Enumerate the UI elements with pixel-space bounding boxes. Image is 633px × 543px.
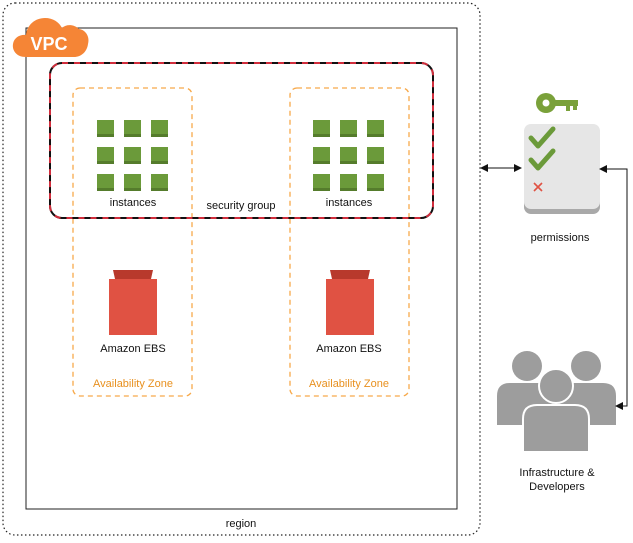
region-box [25,27,458,510]
instance-icon [151,174,168,191]
instance-icon [124,174,141,191]
availability-zone-label-2: Availability Zone [309,378,389,390]
instance-icon [367,147,384,164]
permissions-label: permissions [531,232,590,244]
cross-mark-icon [533,182,543,192]
availability-zone-label-1: Availability Zone [93,378,173,390]
security-group-border-black [49,62,434,219]
instance-icon [97,147,114,164]
region-label: region [226,518,257,530]
availability-zone-2 [289,87,410,397]
users-label-line1: Infrastructure & [519,467,595,479]
security-group-border-red [49,62,434,219]
instance-icon [151,120,168,137]
ebs-volume-icon [326,270,374,335]
user-group-icon [497,351,616,453]
instance-icon [313,174,330,191]
instance-icon [97,120,114,137]
ebs-label-2: Amazon EBS [316,343,381,355]
vpc-label: VPC [30,34,67,54]
instance-icon [367,120,384,137]
check-mark-icon [528,126,556,149]
instance-icon [340,174,357,191]
instance-icon [340,147,357,164]
instance-icon [124,120,141,137]
instances-grid-1 [97,120,168,191]
permissions-users-arrow [599,165,628,410]
ebs-label-1: Amazon EBS [100,343,165,355]
checklist-icon [524,124,600,214]
security-group-label: security group [206,200,275,212]
instance-icon [124,147,141,164]
instance-icon [151,147,168,164]
instance-icon [340,120,357,137]
check-mark-icon [528,148,556,171]
instances-label-2: instances [326,197,373,209]
availability-zone-1 [72,87,193,397]
instance-icon [313,120,330,137]
vpc-cloud-icon [12,18,89,57]
key-icon [536,93,578,113]
instances-grid-2 [313,120,384,191]
instance-icon [97,174,114,191]
vpc-boundary [2,2,481,536]
users-label-line2: Developers [529,481,585,493]
instance-icon [313,147,330,164]
vpc-badge: VPC [12,18,89,57]
ebs-volume-icon [109,270,157,335]
security-group-label-bg [196,197,286,213]
instance-icon [367,174,384,191]
instances-label-1: instances [110,197,157,209]
